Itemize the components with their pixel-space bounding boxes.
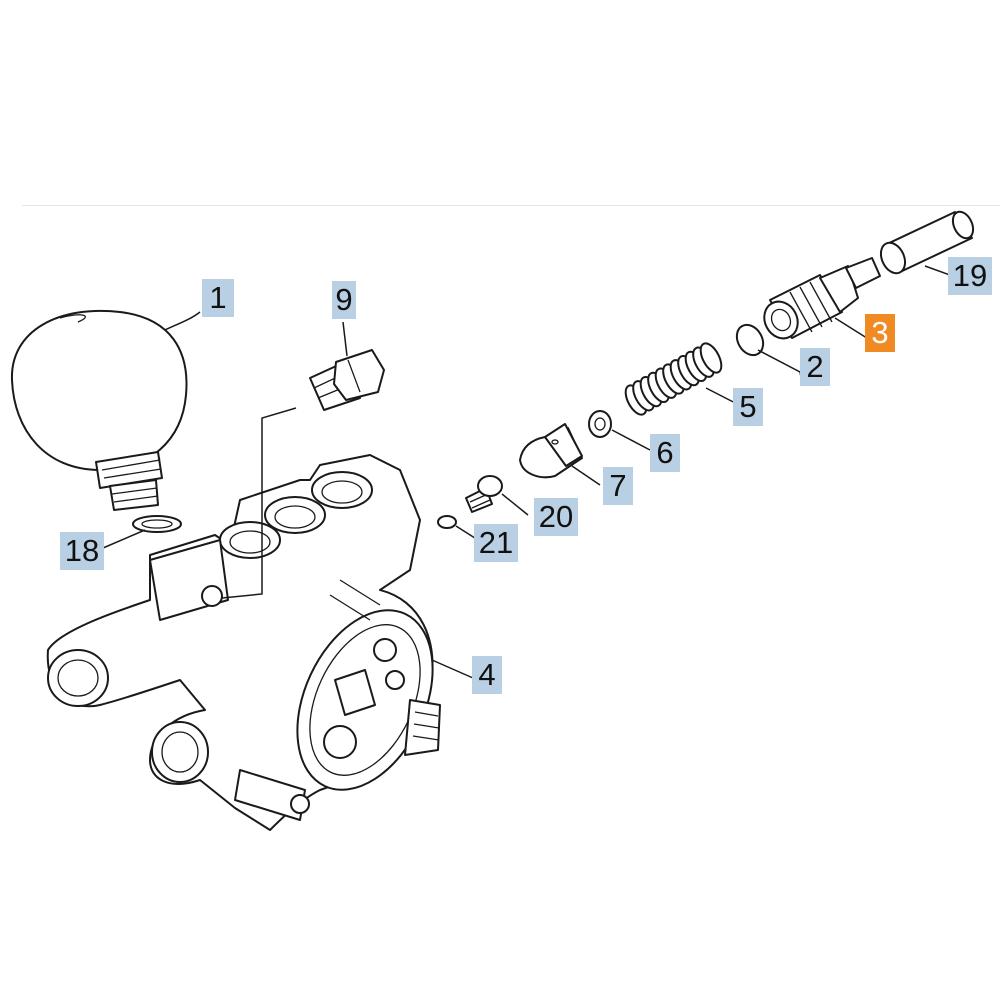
part-20-screw — [465, 475, 503, 513]
callout-19[interactable]: 19 — [948, 257, 992, 295]
part-2-oring — [735, 323, 765, 357]
callout-2[interactable]: 2 — [800, 348, 830, 386]
callout-3[interactable]: 3 — [865, 314, 895, 352]
callout-6[interactable]: 6 — [650, 434, 680, 472]
part-21-oring — [437, 515, 457, 529]
callout-5[interactable]: 5 — [733, 388, 763, 426]
part-19-tube — [879, 210, 975, 275]
callout-20[interactable]: 20 — [534, 498, 578, 536]
part-4-pump-head — [46, 454, 441, 831]
part-1-accumulator — [10, 309, 188, 511]
part-6-valve-seat — [588, 410, 612, 438]
part-9-plug — [309, 349, 385, 411]
callout-1[interactable]: 1 — [202, 279, 234, 317]
part-5-spring — [624, 342, 723, 416]
spring-coil — [699, 342, 723, 374]
callout-7[interactable]: 7 — [603, 467, 633, 505]
part-18-ring — [132, 515, 182, 533]
callout-4[interactable]: 4 — [472, 656, 502, 694]
callout-21[interactable]: 21 — [474, 524, 518, 562]
part-7-valve-body — [519, 423, 583, 479]
callout-18[interactable]: 18 — [60, 532, 104, 570]
header-divider — [22, 205, 1000, 206]
part-3-valve-sleeve — [763, 257, 881, 340]
callout-9[interactable]: 9 — [332, 281, 356, 319]
